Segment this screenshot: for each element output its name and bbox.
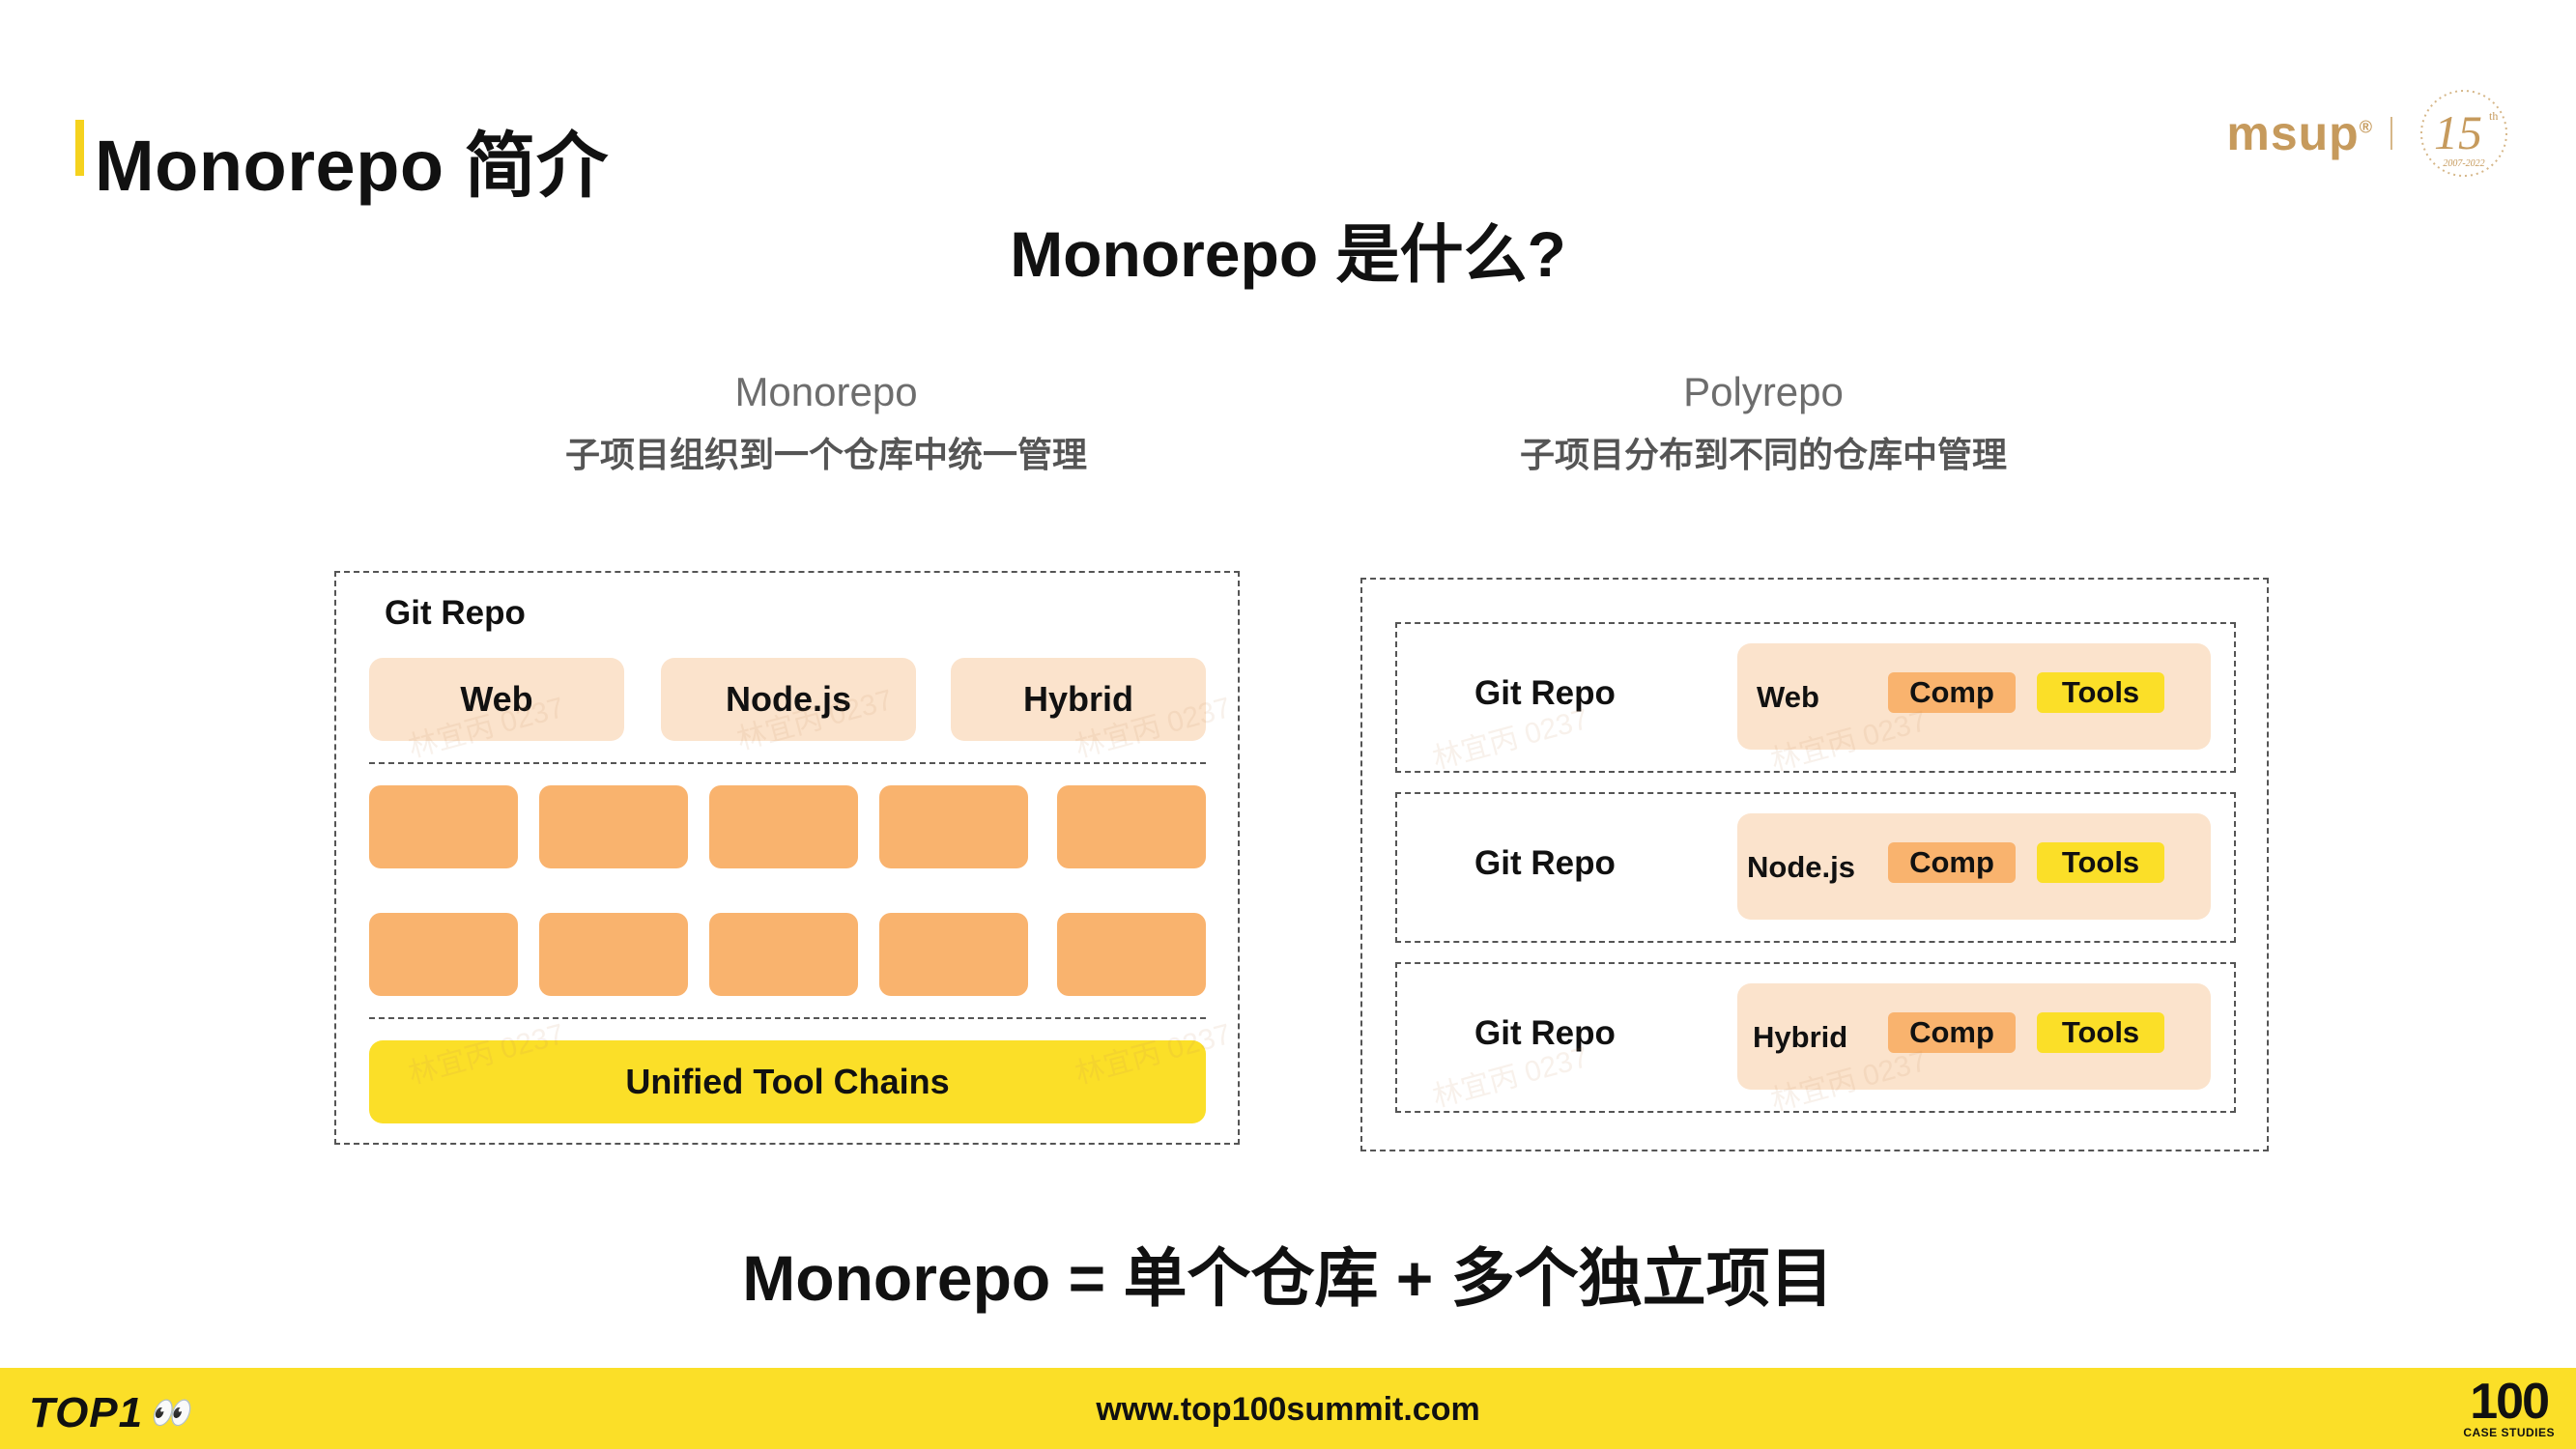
- project-nodejs: Node.js: [661, 658, 916, 741]
- eyes-icon: 👀: [149, 1395, 191, 1432]
- brand-logo: msup® 15 th 2007-2022: [2226, 85, 2518, 182]
- comp-tag: Comp: [1888, 672, 2016, 713]
- tools-tag: Tools: [2037, 842, 2164, 883]
- summary-equation: Monorepo = 单个仓库 + 多个独立项目: [742, 1242, 1834, 1314]
- svg-text:15: 15: [2434, 105, 2482, 159]
- footer-url[interactable]: www.top100summit.com: [1096, 1391, 1480, 1428]
- tools-tag: Tools: [2037, 1012, 2164, 1053]
- module-block: [539, 913, 688, 996]
- comp-tag: Comp: [1888, 1012, 2016, 1053]
- msup-logo: msup®: [2226, 106, 2373, 160]
- case-studies-logo: 100 CASE STUDIES: [2463, 1374, 2555, 1439]
- module-block: [709, 913, 858, 996]
- tools-tag: Tools: [2037, 672, 2164, 713]
- module-block: [879, 913, 1028, 996]
- divider: [369, 1017, 1206, 1019]
- top100-logo: TOP1👀: [29, 1389, 191, 1436]
- module-block: [369, 913, 518, 996]
- footer-bar: [0, 1368, 2576, 1449]
- polyrepo-repo: Git Repo Node.js Comp Tools: [1395, 792, 2236, 943]
- module-block: [879, 785, 1028, 868]
- svg-text:2007-2022: 2007-2022: [2443, 158, 2484, 169]
- brand-divider: [2390, 117, 2392, 150]
- polyrepo-repo: Git Repo Hybrid Comp Tools: [1395, 962, 2236, 1113]
- polyrepo-title: Polyrepo: [1683, 369, 1844, 414]
- polyrepo-subtitle: 子项目分布到不同的仓库中管理: [1519, 435, 2007, 474]
- polyrepo-repo: Git Repo Web Comp Tools: [1395, 622, 2236, 773]
- module-block: [1057, 913, 1206, 996]
- svg-text:th: th: [2489, 109, 2498, 123]
- module-block: [709, 785, 858, 868]
- polyrepo-repo-label: Git Repo: [1474, 674, 1616, 712]
- monorepo-subtitle: 子项目组织到一个仓库中统一管理: [564, 435, 1087, 474]
- repo-project-label: Node.js: [1747, 850, 1855, 884]
- project-web: Web: [369, 658, 624, 741]
- module-block: [539, 785, 688, 868]
- polyrepo-repo-label: Git Repo: [1474, 1014, 1616, 1052]
- monorepo-title: Monorepo: [734, 369, 918, 414]
- project-hybrid: Hybrid: [951, 658, 1206, 741]
- polyrepo-diagram: Git Repo Web Comp Tools Git Repo Node.js…: [1360, 578, 2269, 1151]
- module-block: [369, 785, 518, 868]
- slide-heading: Monorepo 是什么?: [1010, 218, 1566, 290]
- polyrepo-repo-label: Git Repo: [1474, 844, 1616, 882]
- module-block: [1057, 785, 1206, 868]
- comp-tag: Comp: [1888, 842, 2016, 883]
- title-accent-bar: [75, 120, 84, 176]
- monorepo-diagram: Git Repo Web Node.js Hybrid Unified Tool…: [334, 571, 1240, 1145]
- repo-project-label: Web: [1757, 680, 1819, 714]
- divider: [369, 762, 1206, 764]
- monorepo-repo-label: Git Repo: [385, 594, 526, 632]
- repo-project-label: Hybrid: [1753, 1020, 1848, 1054]
- unified-toolchain: Unified Tool Chains: [369, 1040, 1206, 1123]
- page-title: Monorepo 简介: [95, 126, 609, 206]
- anniversary-badge: 15 th 2007-2022: [2420, 90, 2507, 177]
